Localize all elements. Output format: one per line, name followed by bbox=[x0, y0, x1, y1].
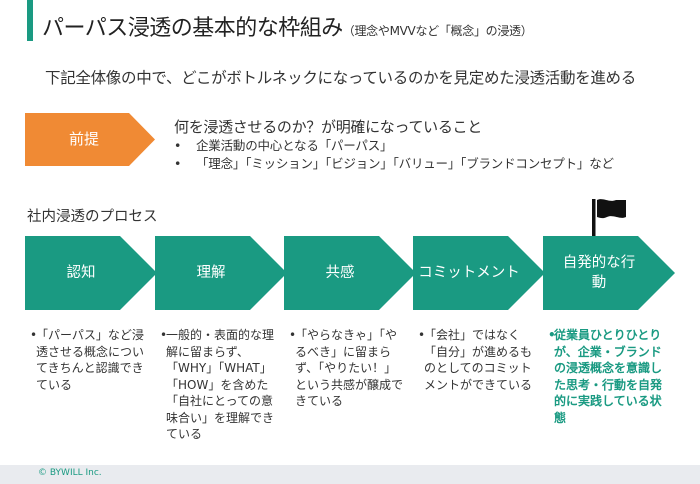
process-step-awareness: 認知 bbox=[25, 236, 157, 310]
step-label: 理解 bbox=[196, 265, 226, 281]
chevron-shape bbox=[543, 236, 675, 310]
bullet: • bbox=[174, 156, 182, 171]
step-description: •「パーパス」など浸透させる概念についてきちんと認識できている bbox=[30, 328, 145, 392]
premise-label: 前提 bbox=[68, 130, 99, 148]
process-step-empathy: 共感 bbox=[284, 236, 416, 310]
premise-badge: 前提 bbox=[25, 113, 155, 166]
premise-content: 何を浸透させるのか？が明確になっていること •企業活動の中心となる「パーパス」 … bbox=[174, 116, 614, 173]
lead-text: 下記全体像の中で、どこがボトルネックになっているのかを見定めた浸透活動を進める bbox=[45, 69, 636, 87]
flag-icon bbox=[592, 199, 626, 237]
chevron-shape bbox=[155, 236, 287, 310]
goal-description: •従業員ひとりひとりが、企業・ブランドの浸透概念を意識した思考・行動を自発的に実… bbox=[548, 328, 663, 425]
bullet: • bbox=[174, 138, 182, 153]
step-description: •「会社」ではなく「自分」が進めるものとしてのコミットメントができている bbox=[418, 328, 533, 392]
step-label: 認知 bbox=[66, 265, 96, 281]
premise-pentagon bbox=[25, 113, 155, 166]
chevron-shape bbox=[284, 236, 416, 310]
process-step-voluntary-action: 自発的な行動 bbox=[543, 236, 675, 310]
premise-heading: 何を浸透させるのか？が明確になっていること bbox=[174, 118, 482, 136]
footer: © BYWILL Inc. bbox=[0, 465, 700, 484]
chevron-shape bbox=[25, 236, 157, 310]
process-step-commitment: コミットメント bbox=[413, 236, 545, 310]
title-main: パーパス浸透の基本的な枠組み bbox=[42, 16, 343, 41]
premise-item: •企業活動の中心となる「パーパス」 bbox=[174, 138, 393, 153]
copyright: © BYWILL Inc. bbox=[38, 468, 102, 478]
chevron-shape bbox=[413, 236, 545, 310]
premise-item: •「理念」「ミッション」「ビジョン」「バリュー」「ブランドコンセプト」など bbox=[174, 156, 614, 171]
title-accent-bar bbox=[27, 0, 33, 41]
process-label: 社内浸透のプロセス bbox=[27, 209, 158, 225]
title-subtitle: （理念やMVVなど「概念」の浸透） bbox=[342, 24, 533, 38]
step-label: 共感 bbox=[325, 265, 355, 281]
page-title: パーパス浸透の基本的な枠組み（理念やMVVなど「概念」の浸透） bbox=[42, 10, 533, 42]
step-description: •「やらなきゃ」「やるべき」に留まらず、「やりたい！」という共感が醸成できている bbox=[289, 328, 404, 408]
step-label: 自発的な行動 bbox=[562, 255, 636, 291]
process-step-understanding: 理解 bbox=[155, 236, 287, 310]
step-label: コミットメント bbox=[418, 265, 520, 281]
step-description: •一般的・表面的な理解に留まらず、「WHY」「WHAT」「HOW」を含めた「自社… bbox=[160, 328, 275, 441]
